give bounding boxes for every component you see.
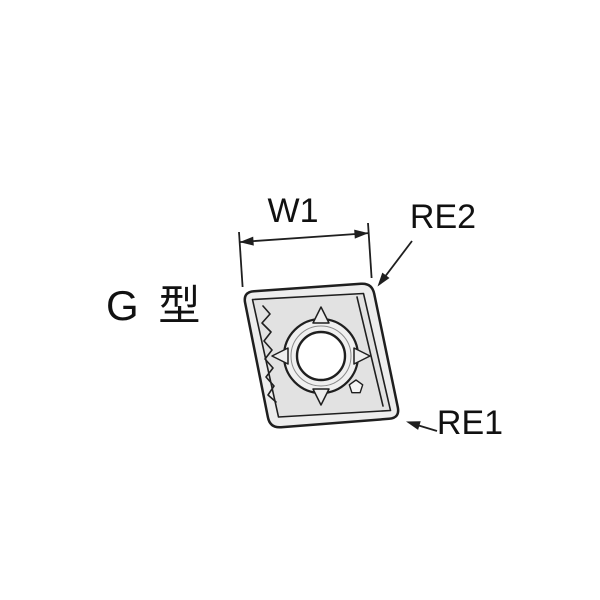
leader-arrow-re2: [377, 272, 390, 287]
chipbreaker-serration: [261, 305, 277, 403]
label-re2: RE2: [410, 198, 476, 236]
pip-bottom: [312, 388, 330, 406]
index-mark-pentagon: [348, 379, 364, 394]
dimension-arrow-right: [354, 229, 369, 239]
pip-left: [271, 347, 289, 365]
right-face-edge-line: [356, 296, 384, 407]
leader-line-re2: [380, 240, 413, 283]
pip-top: [312, 306, 330, 324]
pip-right: [353, 347, 371, 365]
figure-type-label: G 型: [106, 282, 204, 329]
center-hole: [295, 330, 347, 382]
extension-line-right: [367, 222, 373, 279]
dimension-line-w1: [239, 232, 369, 243]
dimension-arrow-left: [239, 236, 254, 246]
leader-arrow-re1: [406, 421, 421, 430]
hole-chamfer-ring: [290, 325, 352, 387]
label-w1: W1: [268, 192, 319, 230]
extension-line-left: [238, 231, 244, 288]
label-re1: RE1: [437, 404, 503, 442]
